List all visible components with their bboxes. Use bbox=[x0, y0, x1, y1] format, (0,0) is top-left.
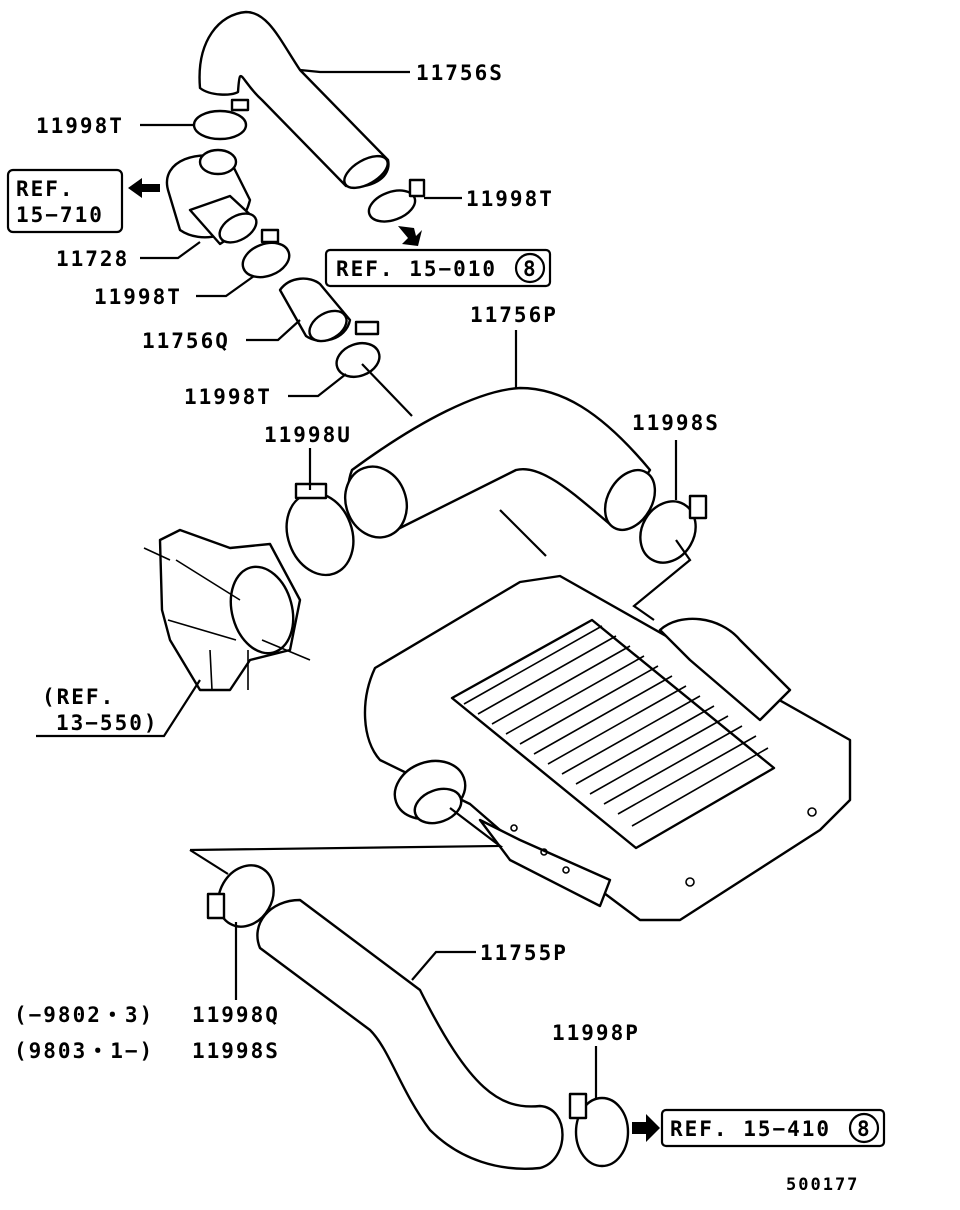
hose-11755p bbox=[256, 898, 564, 1170]
label-11756q: 11756Q bbox=[142, 329, 230, 353]
label-11998q: 11998Q bbox=[192, 1003, 280, 1027]
ref-throttle-line1: (REF. bbox=[42, 685, 115, 709]
ref-mid-box bbox=[324, 226, 552, 288]
label-clamp-top-right: 11998T bbox=[466, 187, 554, 211]
label-11756p: 11756P bbox=[470, 303, 558, 327]
ref-left-line1: REF. bbox=[16, 177, 75, 201]
label-11755p: 11755P bbox=[480, 941, 568, 965]
serial-range-1: (−9802・3) bbox=[14, 1003, 154, 1027]
diagram-id: 500177 bbox=[786, 1175, 859, 1195]
throttle-body bbox=[143, 528, 311, 692]
clamp-top-right bbox=[367, 178, 426, 223]
clamp-11998p bbox=[568, 1092, 630, 1168]
hose-11756q bbox=[278, 277, 352, 343]
clamp-top-left bbox=[192, 98, 250, 141]
ref-mid-text: REF. 15−010 bbox=[336, 257, 497, 281]
intercooler bbox=[363, 574, 852, 922]
label-clamp-lower-left: 11998T bbox=[184, 385, 272, 409]
label-11998u: 11998U bbox=[264, 423, 352, 447]
ref-mid-circle: 8 bbox=[523, 257, 538, 281]
clamp-bottom-left bbox=[206, 864, 275, 928]
label-11998p: 11998P bbox=[552, 1021, 640, 1045]
label-clamp-mid-left: 11998T bbox=[94, 285, 182, 309]
clamp-lower-left bbox=[335, 320, 381, 379]
arrow-down-icon bbox=[398, 226, 422, 246]
label-11756s: 11756S bbox=[416, 61, 504, 85]
ref-bottom-circle: 8 bbox=[857, 1117, 872, 1141]
arrow-left-icon bbox=[128, 178, 160, 198]
bypass-valve-11728 bbox=[165, 148, 258, 246]
hose-11756p bbox=[344, 386, 657, 539]
hose-11756s bbox=[198, 10, 390, 190]
label-11728: 11728 bbox=[56, 247, 129, 271]
ref-throttle-line2: 13−550) bbox=[56, 711, 159, 735]
ref-left-box bbox=[6, 168, 160, 234]
label-11998s-top: 11998S bbox=[632, 411, 720, 435]
clamp-mid-left bbox=[241, 228, 291, 279]
ref-left-line2: 15−710 bbox=[16, 203, 104, 227]
leader-lines bbox=[36, 68, 692, 1098]
clamp-11998u bbox=[285, 482, 355, 577]
ref-bottom-text: REF. 15−410 bbox=[670, 1117, 831, 1141]
arrow-right-icon bbox=[632, 1114, 660, 1142]
serial-range-2: (9803・1−) bbox=[14, 1039, 154, 1063]
ref-bottom-box bbox=[632, 1108, 886, 1148]
label-clamp-top-left: 11998T bbox=[36, 114, 124, 138]
label-11998s-bottom: 11998S bbox=[192, 1039, 280, 1063]
